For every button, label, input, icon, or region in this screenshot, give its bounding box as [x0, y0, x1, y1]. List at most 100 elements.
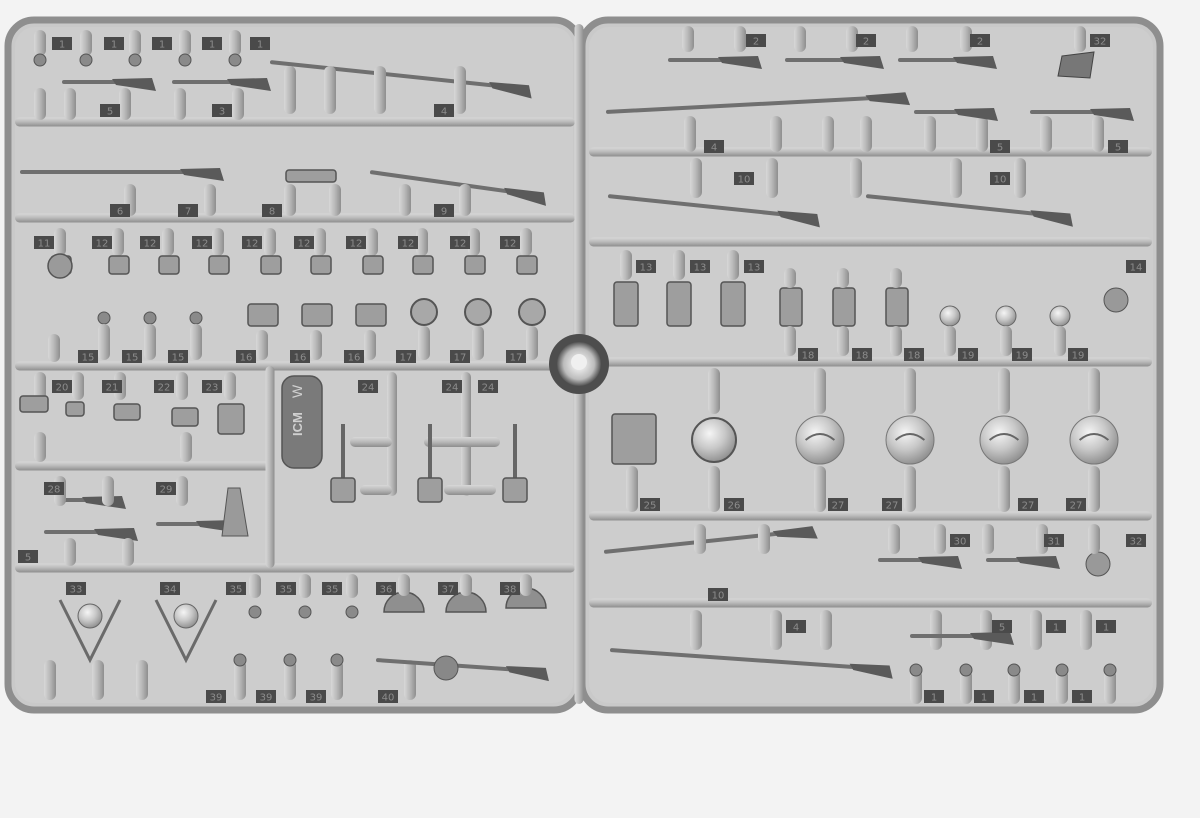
- sprue-gate: [944, 326, 956, 356]
- part-number: 18: [802, 351, 815, 362]
- part-number-tag: 5: [990, 140, 1010, 154]
- part-number-tag: 16: [344, 350, 364, 364]
- sprue-gate: [314, 228, 326, 256]
- part-number-tag: 8: [262, 204, 282, 218]
- sprue-gate: [758, 524, 770, 554]
- part-number: 1: [257, 40, 263, 51]
- part-number: 25: [644, 501, 657, 512]
- runner-bar: [589, 237, 1152, 247]
- pouch-part: [885, 287, 909, 327]
- part-number: 15: [172, 353, 185, 364]
- part-number-tag: 22: [154, 380, 174, 394]
- part-number: 34: [164, 585, 177, 596]
- sprue-gate: [64, 538, 76, 566]
- part-number-tag: 6: [110, 204, 130, 218]
- sprue-gate: [324, 66, 336, 114]
- small-part: [345, 605, 359, 619]
- part-number-tag: 11: [34, 236, 54, 250]
- part-number-tag: 18: [904, 348, 924, 362]
- small-part: [189, 311, 203, 325]
- part-number: 2: [863, 37, 869, 48]
- part-number: 21: [106, 383, 119, 394]
- sprue-gate: [1054, 326, 1066, 356]
- sprue-gate: [174, 88, 186, 120]
- sprue-gate: [48, 334, 60, 362]
- part-number: 2: [977, 37, 983, 48]
- part-number-tag: 4: [434, 104, 454, 118]
- helmet-part: [795, 415, 845, 465]
- brand-logo: ICM W: [281, 375, 323, 469]
- sprue-gate: [682, 26, 694, 52]
- sprue-gate: [690, 610, 702, 650]
- part-number: 35: [326, 585, 339, 596]
- small-part: [283, 653, 297, 667]
- part-number-tag: 33: [66, 582, 86, 596]
- sprue-gate: [1040, 116, 1052, 152]
- part-number: 17: [400, 353, 413, 364]
- part-number-tag: 26: [724, 498, 744, 512]
- part-number: 1: [931, 693, 937, 704]
- sprue-gate: [1088, 466, 1100, 512]
- small-part: [79, 53, 93, 67]
- part-number-tag: 12: [92, 236, 112, 250]
- sprue-gate: [364, 330, 376, 360]
- part-number-tag: 12: [140, 236, 160, 250]
- part-number-tag: 5: [1108, 140, 1128, 154]
- sprue-gate: [850, 158, 862, 198]
- sprue-gate: [950, 158, 962, 198]
- sprue-gate: [122, 538, 134, 566]
- part-number: 39: [260, 693, 273, 704]
- sprue-gate: [416, 228, 428, 256]
- small-part: [909, 663, 923, 677]
- part-number: 10: [738, 175, 751, 186]
- part-number-tag: 27: [882, 498, 902, 512]
- part-number-tag: 18: [798, 348, 818, 362]
- rifle-part: [865, 194, 1073, 227]
- part-number: 16: [240, 353, 253, 364]
- rifle-part: [668, 56, 762, 69]
- sprue-gate: [904, 368, 916, 414]
- part-number: 14: [1130, 263, 1143, 274]
- sprue-gate: [998, 368, 1010, 414]
- sprue-gate: [329, 184, 341, 216]
- pouch-part: [19, 395, 49, 413]
- pouch-part: [65, 401, 85, 417]
- sprue-gate: [814, 368, 826, 414]
- part-number-tag: 15: [168, 350, 188, 364]
- part-number: 22: [158, 383, 171, 394]
- part-number: 24: [446, 383, 459, 394]
- sprue-gate: [888, 524, 900, 554]
- part-number-tag: 27: [828, 498, 848, 512]
- runner-bar: [589, 357, 1152, 367]
- small-part: [959, 663, 973, 677]
- small-part: [178, 53, 192, 67]
- part-number: 12: [350, 239, 363, 250]
- sprue-gate: [374, 66, 386, 114]
- small-part: [33, 53, 47, 67]
- pouch-part: [108, 255, 130, 275]
- sprue-gate: [822, 116, 834, 152]
- sprue-gate: [284, 660, 296, 700]
- sprue-gate: [526, 326, 538, 360]
- runner-bar: [444, 485, 496, 495]
- runner-bar: [461, 372, 471, 496]
- part-number: 6: [117, 207, 123, 218]
- sprue-gate: [976, 116, 988, 152]
- sprue-gate: [837, 326, 849, 356]
- sprue-gate: [924, 116, 936, 152]
- part-number-tag: 38: [500, 582, 520, 596]
- sprue-gate: [102, 476, 114, 506]
- sprue-gate: [346, 574, 358, 598]
- part-number-tag: 1: [52, 37, 72, 51]
- part-number: 1: [1031, 693, 1037, 704]
- rifle-part: [172, 78, 271, 91]
- part-number: 27: [832, 501, 845, 512]
- small-part: [1007, 663, 1021, 677]
- part-number-tag: 4: [786, 620, 806, 634]
- runner-bar: [265, 366, 275, 568]
- pouch-part: [247, 303, 279, 327]
- part-number: 8: [269, 207, 275, 218]
- part-number: 1: [59, 40, 65, 51]
